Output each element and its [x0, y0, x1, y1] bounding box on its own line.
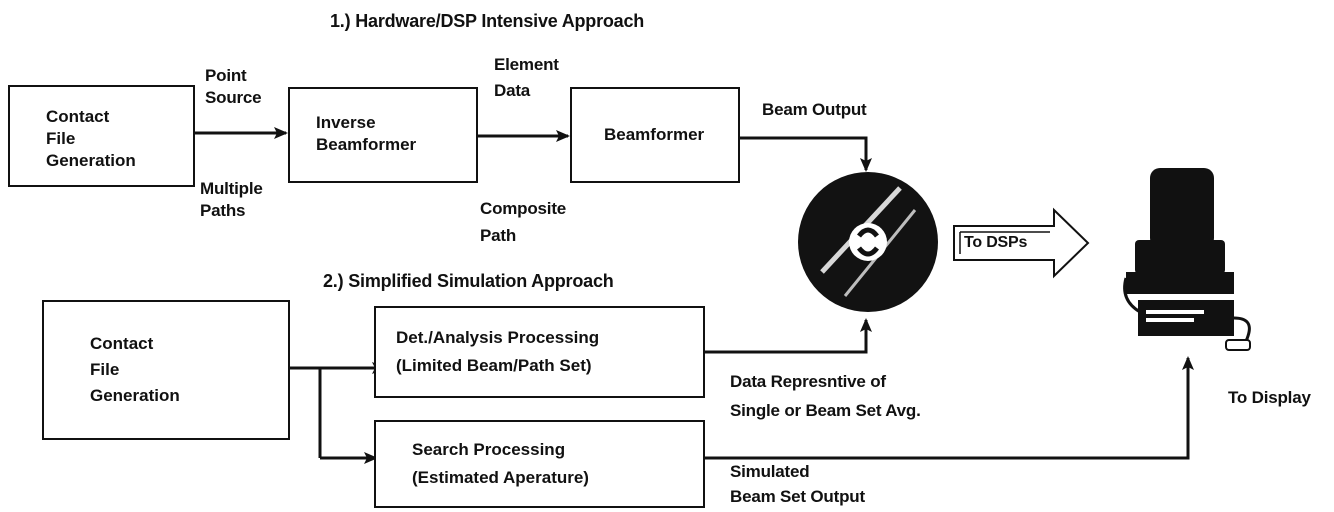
contact-box-2-line2: File	[90, 360, 120, 379]
search-box-line2: (Estimated Aperature)	[412, 468, 589, 487]
line-beam-output-to-disk	[740, 136, 872, 172]
simulated-label-2: Beam Set Output	[730, 487, 865, 506]
to-display-label: To Display	[1228, 388, 1311, 407]
search-box-line1: Search Processing	[412, 440, 566, 459]
det-box-line1: Det./Analysis Processing	[396, 328, 600, 347]
contact-box-1-line1: Contact	[46, 107, 110, 126]
simulated-label-1: Simulated	[730, 462, 810, 481]
contact-file-generation-box-1: Contact File Generation	[8, 85, 195, 187]
point-source-label-1: Point	[205, 66, 247, 85]
multiple-paths-label-1: Multiple	[200, 179, 263, 198]
composite-path-label-2: Path	[480, 226, 517, 245]
contact-file-generation-box-2: Contact File Generation	[42, 300, 290, 440]
inverse-box-line1: Inverse	[316, 113, 376, 132]
approach-2-title: 2.) Simplified Simulation Approach	[323, 271, 614, 291]
beamformer-box: Beamformer	[570, 87, 740, 183]
contact-box-2-line3: Generation	[90, 386, 180, 405]
element-data-label-1: Element	[494, 55, 559, 74]
multiple-paths-label-2: Paths	[200, 201, 246, 220]
data-representive-label-1: Data Represntive of	[730, 372, 886, 391]
point-source-label-2: Source	[205, 88, 262, 107]
to-dsps-label: To DSPs	[964, 234, 1028, 251]
approach-1-title: 1.) Hardware/DSP Intensive Approach	[330, 11, 645, 31]
contact-box-1-line2: File	[46, 129, 76, 148]
composite-path-label-1: Composite	[480, 199, 567, 218]
line-contact2-split	[290, 366, 322, 458]
computer-workstation-icon	[1123, 168, 1251, 351]
contact-box-2-line1: Contact	[90, 334, 154, 353]
beam-output-label: Beam Output	[762, 100, 867, 119]
inverse-beamformer-box: Inverse Beamformer	[288, 87, 478, 183]
element-data-label-2: Data	[494, 81, 531, 100]
det-analysis-processing-box: Det./Analysis Processing (Limited Beam/P…	[374, 306, 705, 398]
beamformer-box-label: Beamformer	[604, 125, 705, 144]
line-search-to-display	[705, 356, 1194, 460]
inverse-box-line2: Beamformer	[316, 135, 417, 154]
line-det-to-disk	[705, 318, 872, 354]
disk-icon	[798, 172, 938, 312]
search-processing-box: Search Processing (Estimated Aperature)	[374, 420, 705, 508]
det-box-line2: (Limited Beam/Path Set)	[396, 356, 592, 375]
to-dsps-arrow-icon	[953, 207, 1090, 279]
data-representive-label-2: Single or Beam Set Avg.	[730, 401, 921, 420]
contact-box-1-line3: Generation	[46, 151, 136, 170]
